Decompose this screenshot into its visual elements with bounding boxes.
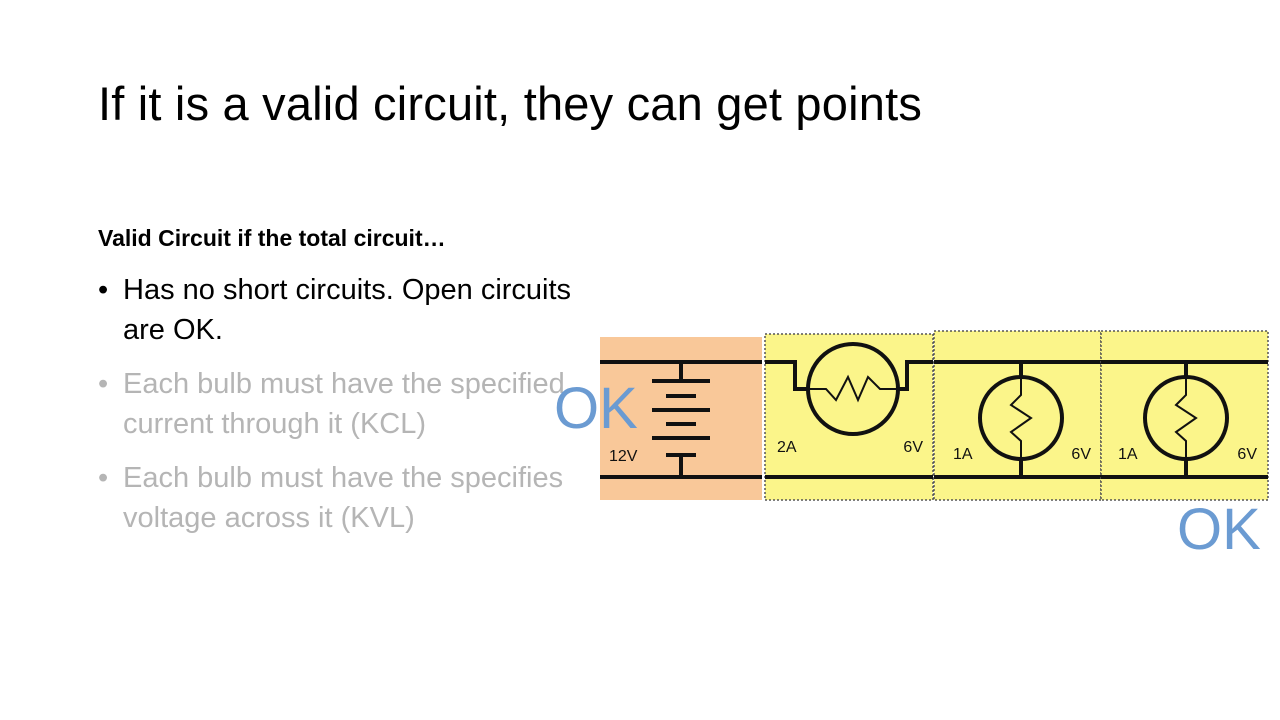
ok-annotation-left: OK — [554, 376, 638, 441]
bullet-dot: • — [98, 462, 109, 494]
bullet-item: • Has no short circuits. Open circuits a… — [98, 270, 598, 350]
bulb-voltage-label: 6V — [903, 439, 923, 456]
bulb-tile-b: 1A 6V — [933, 330, 1102, 501]
battery-icon — [652, 362, 710, 477]
bulb-tile-bg — [933, 330, 1102, 501]
bulb-tile-a: 2A 6V — [764, 333, 934, 501]
bulb-current-label: 1A — [1118, 446, 1138, 463]
bullet-dot: • — [98, 368, 109, 400]
subheading: Valid Circuit if the total circuit… — [98, 225, 446, 251]
lightbulb-icon — [806, 342, 900, 436]
slide-title: If it is a valid circuit, they can get p… — [98, 77, 923, 130]
ok-annotation-right: OK — [1177, 497, 1261, 562]
bullet-item: • Each bulb must have the specifies volt… — [98, 458, 598, 538]
bulb-current-label: 2A — [777, 439, 797, 456]
lightbulb-icon — [1143, 362, 1229, 477]
lightbulb-icon — [978, 362, 1064, 477]
bullet-text: Each bulb must have the specifies voltag… — [123, 462, 564, 534]
bullet-text: Has no short circuits. Open circuits are… — [123, 274, 572, 346]
bullet-item: • Each bulb must have the specified curr… — [98, 364, 598, 444]
battery-voltage-label: 12V — [609, 448, 638, 465]
battery-tile: 12V — [600, 337, 762, 500]
bulb-voltage-label: 6V — [1237, 446, 1257, 463]
bullet-text: Each bulb must have the specified curren… — [123, 368, 565, 440]
wire-right — [898, 360, 933, 391]
bulb-voltage-label: 6V — [1071, 446, 1091, 463]
bullet-list: • Has no short circuits. Open circuits a… — [98, 270, 598, 552]
bulb-tile-c: 1A 6V — [1100, 330, 1269, 501]
bulb-current-label: 1A — [953, 446, 973, 463]
wire-left — [765, 360, 808, 391]
bullet-dot: • — [98, 274, 109, 306]
